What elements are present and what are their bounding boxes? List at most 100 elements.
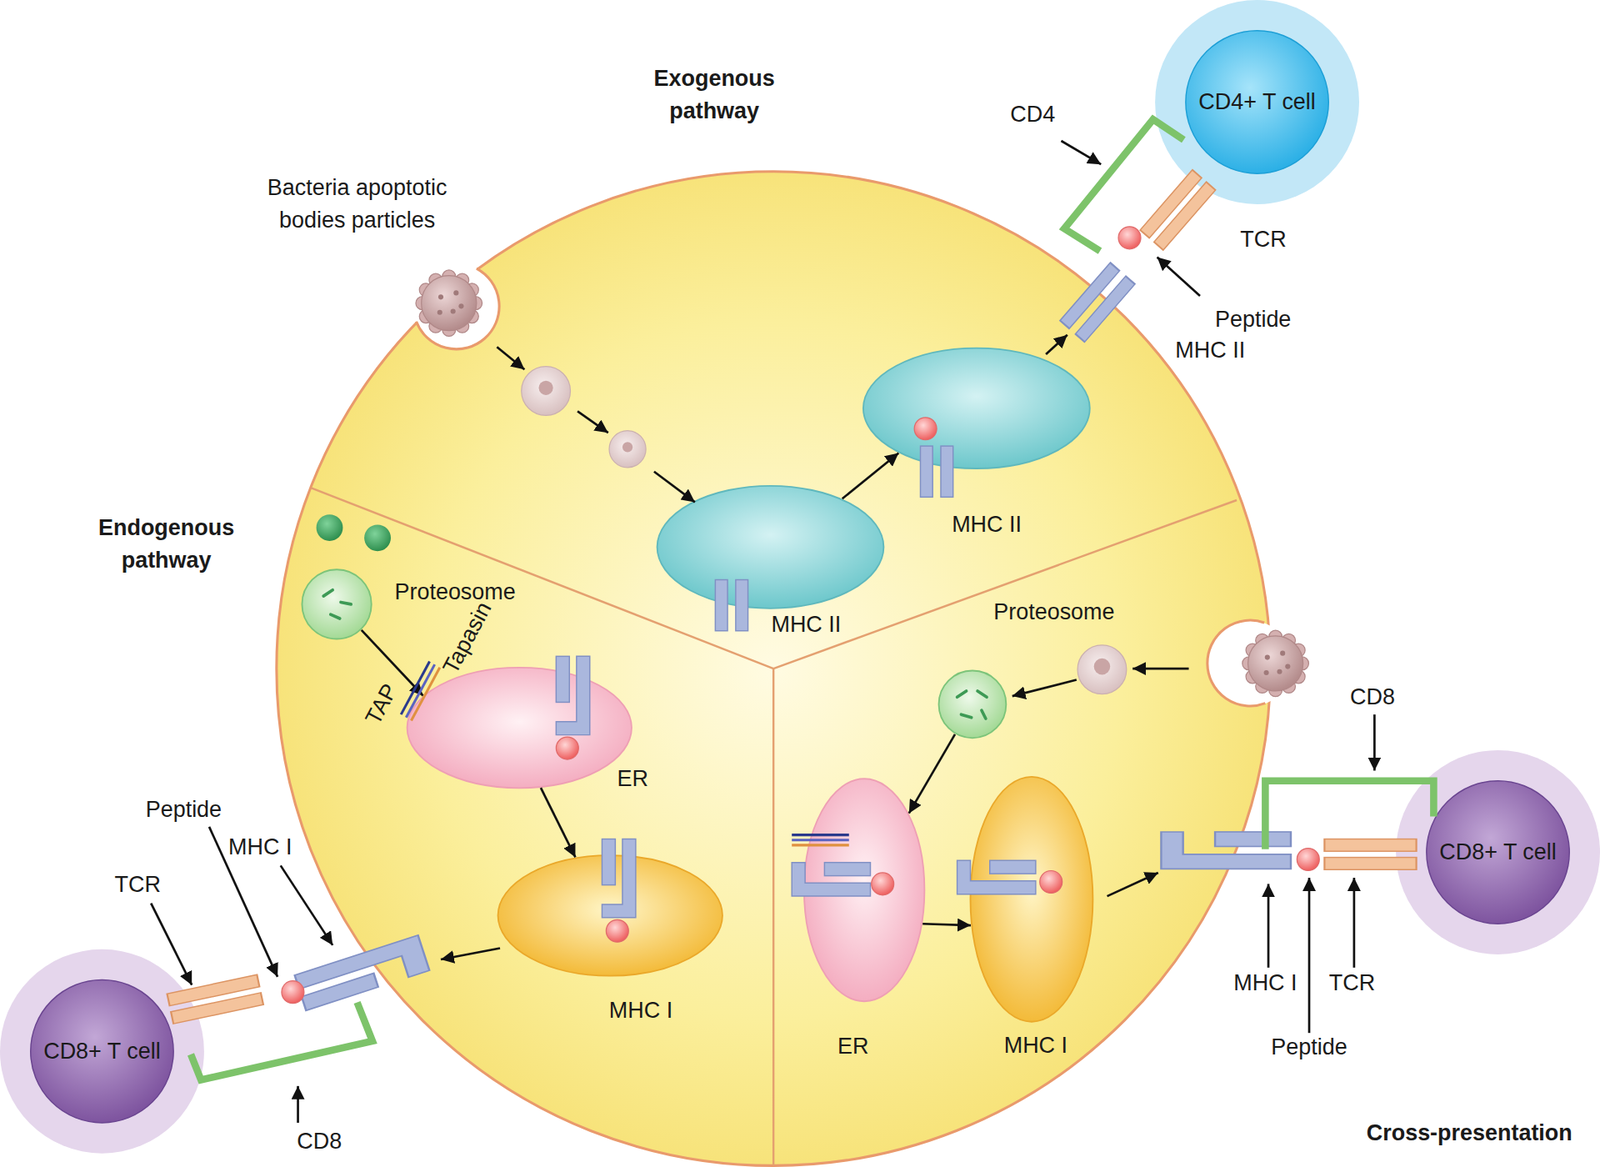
vesicle-part — [1094, 658, 1111, 675]
peptide-fragments-part — [977, 690, 987, 697]
mhc-i-molecule — [295, 655, 1291, 1010]
process-arrow — [922, 923, 971, 925]
proteasome-outline — [300, 568, 373, 640]
t-cell: CD8+ T cell — [1395, 750, 1600, 955]
endosome: MHC II — [655, 485, 885, 610]
process-arrow — [361, 630, 424, 696]
endoplasmic-reticulum-body — [804, 778, 925, 1001]
golgi-vesicle-body — [970, 776, 1093, 1022]
phagocytic-cup-part — [413, 263, 500, 350]
vesicle — [609, 430, 646, 468]
peptide-fragments-part — [330, 614, 340, 619]
cell-name: CD8+ T cell — [43, 1035, 161, 1068]
t-cell-nucleus — [30, 980, 174, 1123]
process-arrow-part — [577, 410, 609, 433]
leader-arrow — [150, 140, 1375, 1123]
phagocytic-cup-part — [416, 268, 500, 350]
pathway-title: Endogenous pathway — [98, 514, 235, 573]
peptide — [281, 226, 1320, 1004]
peptide-fragments — [323, 590, 987, 719]
pathway-title: Cross-presentation — [1366, 1119, 1573, 1145]
tcr-molecule — [167, 170, 1417, 1024]
leader-arrow-part — [1353, 877, 1356, 968]
tap-tapasin-part — [410, 667, 440, 721]
molecule-label: CD8 — [1350, 683, 1395, 710]
endosome: MHC II — [862, 346, 1091, 470]
endoplasmic-reticulum-outline — [405, 666, 633, 790]
bacterium-part — [438, 294, 444, 300]
organelle-label: MHC I — [609, 996, 673, 1023]
leader-arrow-part — [1060, 140, 1101, 165]
endoplasmic-reticulum: ER — [803, 777, 926, 1002]
mhc-ii-molecule-part — [715, 580, 748, 631]
peptide-part — [281, 980, 305, 1004]
leader-arrow-part — [150, 903, 192, 985]
golgi-vesicle-body — [498, 855, 723, 975]
peptide-part — [555, 736, 579, 760]
vesicle-part — [539, 380, 554, 395]
cell-body — [276, 171, 1271, 1166]
bacterium-part — [437, 310, 443, 315]
leader-arrow-part — [209, 826, 278, 977]
tcr-molecule-part — [1324, 839, 1416, 870]
t-cell: CD4+ T cell — [1155, 0, 1360, 205]
organelle-label: MHC II — [770, 611, 841, 638]
organelle-label: ER — [616, 765, 648, 791]
vesicle-part — [521, 366, 571, 416]
process-arrow — [540, 787, 575, 857]
process-arrow — [842, 453, 900, 500]
t-cell: CD8+ T cell — [0, 949, 205, 1154]
sector-dividers-part — [772, 668, 775, 1165]
organelle-label: MHC II — [951, 511, 1022, 538]
cytosolic-protein-part — [316, 514, 344, 541]
peptide-part — [871, 872, 895, 895]
bacterium-part — [1248, 635, 1304, 691]
tap-tapasin-part — [791, 843, 850, 846]
vesicle-part — [609, 430, 646, 468]
tap-tapasin-part — [400, 660, 430, 715]
organelle-label: Proteosome — [394, 578, 515, 605]
peptide-part — [1118, 226, 1141, 250]
tap-tapasin-part — [791, 838, 850, 841]
endosome-body — [863, 348, 1090, 469]
peptide-part — [1296, 848, 1320, 871]
bacterium-part — [458, 303, 464, 309]
coreceptor-bracket-part — [1064, 119, 1184, 251]
molecule-label: MHC I — [1233, 969, 1297, 995]
tap-tapasin-part — [405, 664, 435, 718]
bacterium — [1242, 630, 1310, 697]
bacterium — [415, 270, 483, 337]
antigen-source-label: Bacteria apoptotic bodies particles — [267, 175, 448, 234]
bacterium-part — [1285, 664, 1290, 670]
tap-tapasin-part — [791, 833, 850, 836]
cytosolic-protein — [316, 514, 391, 551]
peptide-fragments-part — [323, 590, 333, 596]
t-cell-nucleus — [1426, 780, 1570, 924]
t-cell-membrane — [1395, 750, 1600, 955]
process-arrow-part — [1132, 667, 1189, 670]
vesicle — [1077, 645, 1127, 695]
endoplasmic-reticulum: ER — [405, 666, 633, 790]
coreceptor-bracket-part — [190, 1001, 373, 1080]
molecule-label: MHC II — [1175, 336, 1245, 363]
endosome-body — [657, 485, 885, 609]
pathway-title: Exogenous pathway — [654, 65, 775, 125]
molecule-label: Peptide — [1270, 1033, 1347, 1060]
t-cell-membrane — [1155, 0, 1360, 205]
organelle-label: ER — [837, 1032, 869, 1059]
tap-tapasin — [400, 660, 850, 845]
golgi-vesicle-outline — [969, 775, 1094, 1023]
endoplasmic-reticulum-body — [407, 667, 632, 788]
bacterium-part — [421, 275, 477, 331]
leader-arrow-part — [1157, 257, 1200, 297]
mhc-i-molecule-part — [1160, 831, 1291, 869]
t-cell-nucleus — [1185, 30, 1329, 174]
bacterium-part — [1264, 670, 1270, 675]
process-arrow-part — [1012, 680, 1077, 697]
bacterium-part — [1276, 669, 1282, 675]
molecule-label: Peptide — [145, 795, 222, 822]
molecule-label: TCR — [1329, 969, 1375, 995]
bacterium-part — [1280, 650, 1285, 656]
peptide-part — [1040, 870, 1063, 893]
molecule-label: TCR — [1240, 226, 1286, 253]
